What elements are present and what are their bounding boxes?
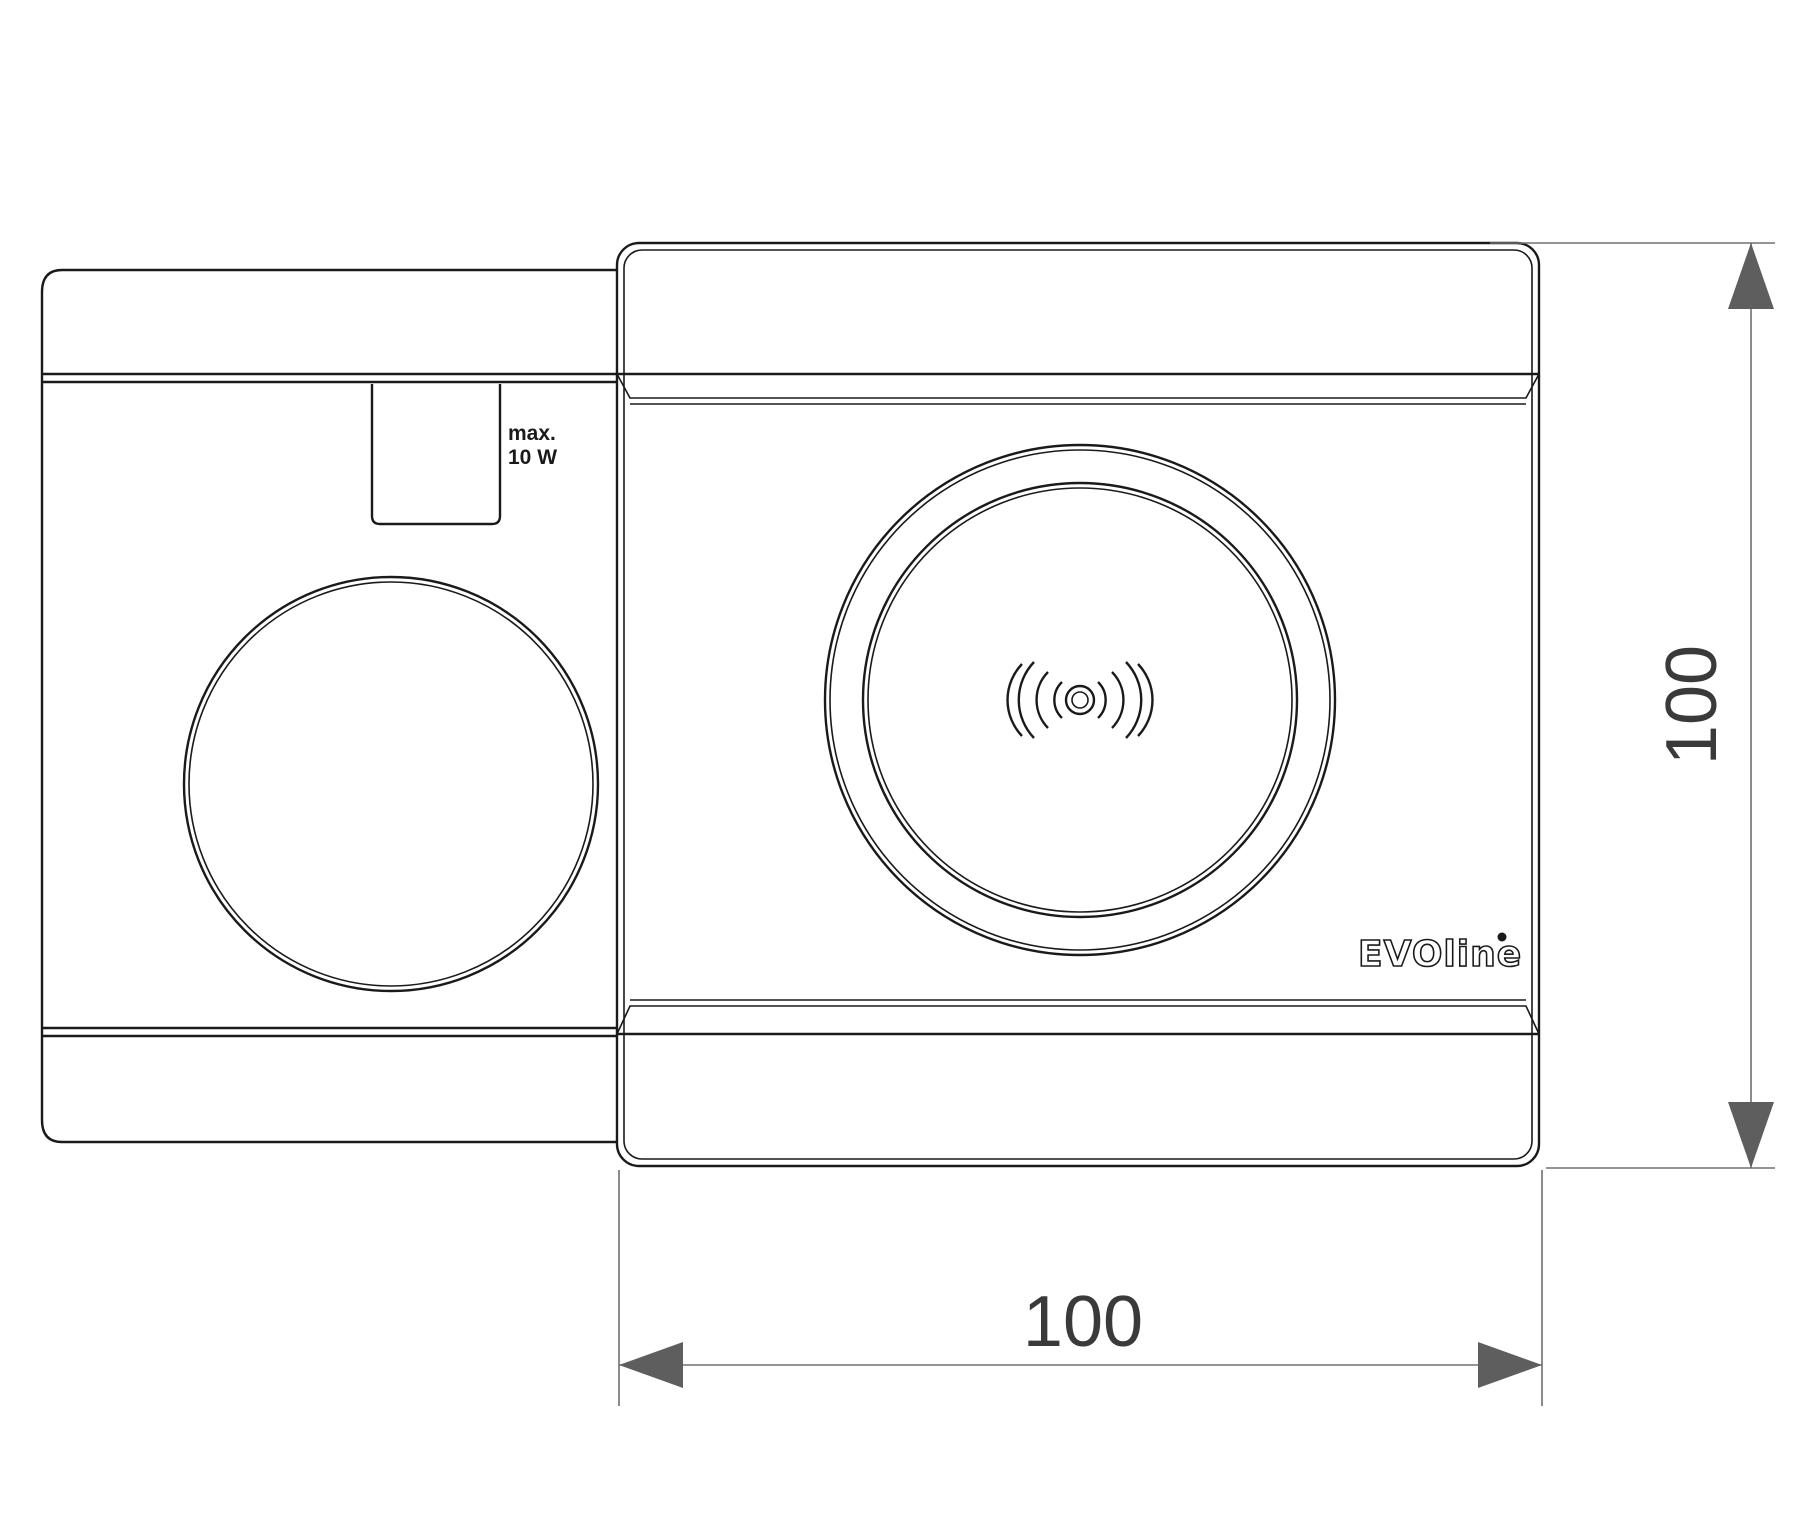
- usb-power-label-line2: 10 W: [508, 446, 557, 469]
- right-module-top-bevel: [616, 373, 1540, 399]
- usb-power-label-line1: max.: [508, 422, 556, 445]
- brand-logo: EVOline: [1358, 934, 1522, 975]
- wireless-charging-icon: [1006, 661, 1154, 739]
- socket-circle: [182, 575, 600, 993]
- left-module: max. 10 W: [40, 268, 617, 1144]
- dim-v-arrow-bottom: [1728, 1102, 1774, 1168]
- usb-port: [370, 384, 502, 526]
- charging-pad-outer-ring: [823, 443, 1337, 957]
- socket-circle-inner: [188, 581, 594, 987]
- right-module: EVOline: [615, 241, 1541, 1168]
- charging-pad-inner-ring: [861, 481, 1299, 919]
- dim-width-label: 100: [1023, 1282, 1143, 1362]
- dimension-vertical: 100: [1490, 242, 1775, 1169]
- right-module-bottom-bevel: [616, 1005, 1540, 1035]
- dim-height-label: 100: [1652, 645, 1732, 765]
- charging-pad-inner-ring-2: [867, 487, 1293, 913]
- left-module-body: [40, 268, 617, 1144]
- dimension-horizontal: 100: [618, 1170, 1543, 1406]
- dim-v-arrow-top: [1728, 243, 1774, 309]
- charging-pad-outer-ring-2: [829, 449, 1331, 951]
- dim-h-arrow-left: [619, 1342, 683, 1388]
- dim-h-arrow-right: [1478, 1342, 1542, 1388]
- right-module-body: [615, 241, 1541, 1168]
- brand-logo-dot: [1497, 932, 1507, 942]
- right-module-body-inner: [623, 249, 1533, 1160]
